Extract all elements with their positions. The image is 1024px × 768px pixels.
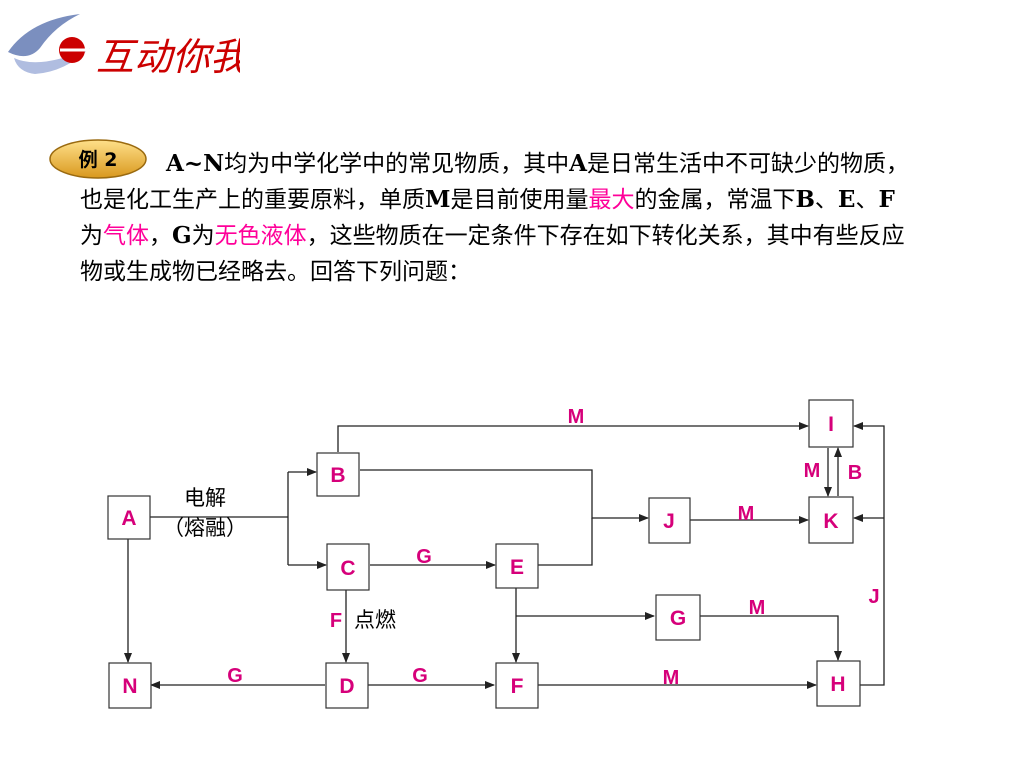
problem-text-segment: A [569, 150, 587, 177]
problem-text-segment: 的金属，常温下 [634, 187, 796, 213]
label-m-fh: M [663, 667, 680, 689]
label-f-cd: F [330, 610, 342, 632]
problem-text-segment: B [795, 186, 815, 213]
node-d-label: D [339, 675, 354, 698]
highlight-text: 最大 [588, 187, 635, 213]
diagram-edges [124, 422, 885, 689]
problem-text-segment: ，这些物质在一定条件下存在如下转化关系，其中有些反应物或生成物已经略去。回答下列… [80, 223, 905, 285]
label-g-nd: G [227, 665, 243, 687]
problem-text-segment: 、 [855, 187, 879, 213]
node-h: H [816, 660, 861, 707]
problem-text-segment: E [837, 186, 856, 213]
node-h-label: H [830, 673, 845, 696]
edge-h-i [853, 422, 885, 686]
node-i-label: I [828, 413, 834, 436]
logo-swoosh-icon [8, 14, 80, 57]
problem-text-segment: ， [149, 223, 172, 249]
label-b-ik: B [848, 462, 862, 484]
problem-text-segment: A~N [166, 150, 225, 177]
label-ignite: 点燃 [354, 608, 396, 632]
logo-swoosh-icon-2 [14, 48, 90, 74]
node-c: C [326, 543, 370, 591]
node-b: B [316, 452, 360, 497]
edge-b-j [360, 469, 649, 522]
problem-text-segment: F [878, 186, 895, 213]
problem-text-segment: M [425, 186, 451, 213]
label-molten: （熔融） [163, 516, 247, 540]
problem-text-segment: G [172, 222, 192, 249]
problem-text-segment: 为 [80, 223, 103, 249]
node-n: N [108, 662, 152, 709]
problem-statement: A~N均为中学化学中的常见物质，其中A是日常生活中不可缺少的物质，也是化工生产上… [80, 146, 910, 290]
node-f-label: F [511, 675, 524, 698]
label-g-ce: G [416, 546, 432, 568]
node-j: J [648, 497, 691, 544]
logo-text: 互动你我 [96, 35, 240, 79]
node-k-label: K [823, 510, 838, 533]
label-electrolysis: 电解 [184, 486, 226, 510]
example-badge: 例 2 [49, 139, 147, 179]
problem-text-segment: 为 [191, 223, 215, 249]
highlight-text: 气体 [103, 223, 149, 249]
label-g-df: G [412, 665, 428, 687]
node-b-label: B [330, 464, 345, 487]
node-k: K [808, 496, 854, 544]
highlight-text: 无色液体 [214, 223, 307, 249]
node-g: G [655, 594, 701, 641]
label-m-top: M [568, 406, 585, 428]
node-e-label: E [510, 556, 524, 579]
problem-text-segment: 均为中学化学中的常见物质，其中 [224, 151, 570, 177]
node-i: I [808, 399, 854, 448]
node-e: E [495, 543, 539, 589]
problem-text-segment: 是日常生活中不可缺少的物质，也是化工生产上的重要原料，单质 [80, 151, 909, 213]
node-n-label: N [122, 675, 137, 698]
node-a: A [107, 495, 151, 540]
node-a-label: A [121, 507, 136, 530]
header-logo: 互动你我 [8, 14, 240, 79]
node-g-label: G [670, 607, 686, 630]
problem-text-segment: 、 [814, 187, 838, 213]
edge-b-i [337, 422, 809, 452]
problem-text-segment: 是目前使用量 [450, 187, 589, 213]
node-j-label: J [663, 510, 675, 533]
label-j-right: J [868, 586, 879, 608]
badge-label: 例 2 [79, 148, 118, 171]
node-f: F [495, 662, 539, 709]
node-d: D [325, 662, 369, 709]
node-c-label: C [340, 557, 355, 580]
label-m-ik: M [804, 460, 821, 482]
label-m-gh: M [749, 597, 766, 619]
label-m-jk: M [738, 503, 755, 525]
edge-g-h [700, 615, 842, 661]
edge-e-j [538, 518, 593, 566]
